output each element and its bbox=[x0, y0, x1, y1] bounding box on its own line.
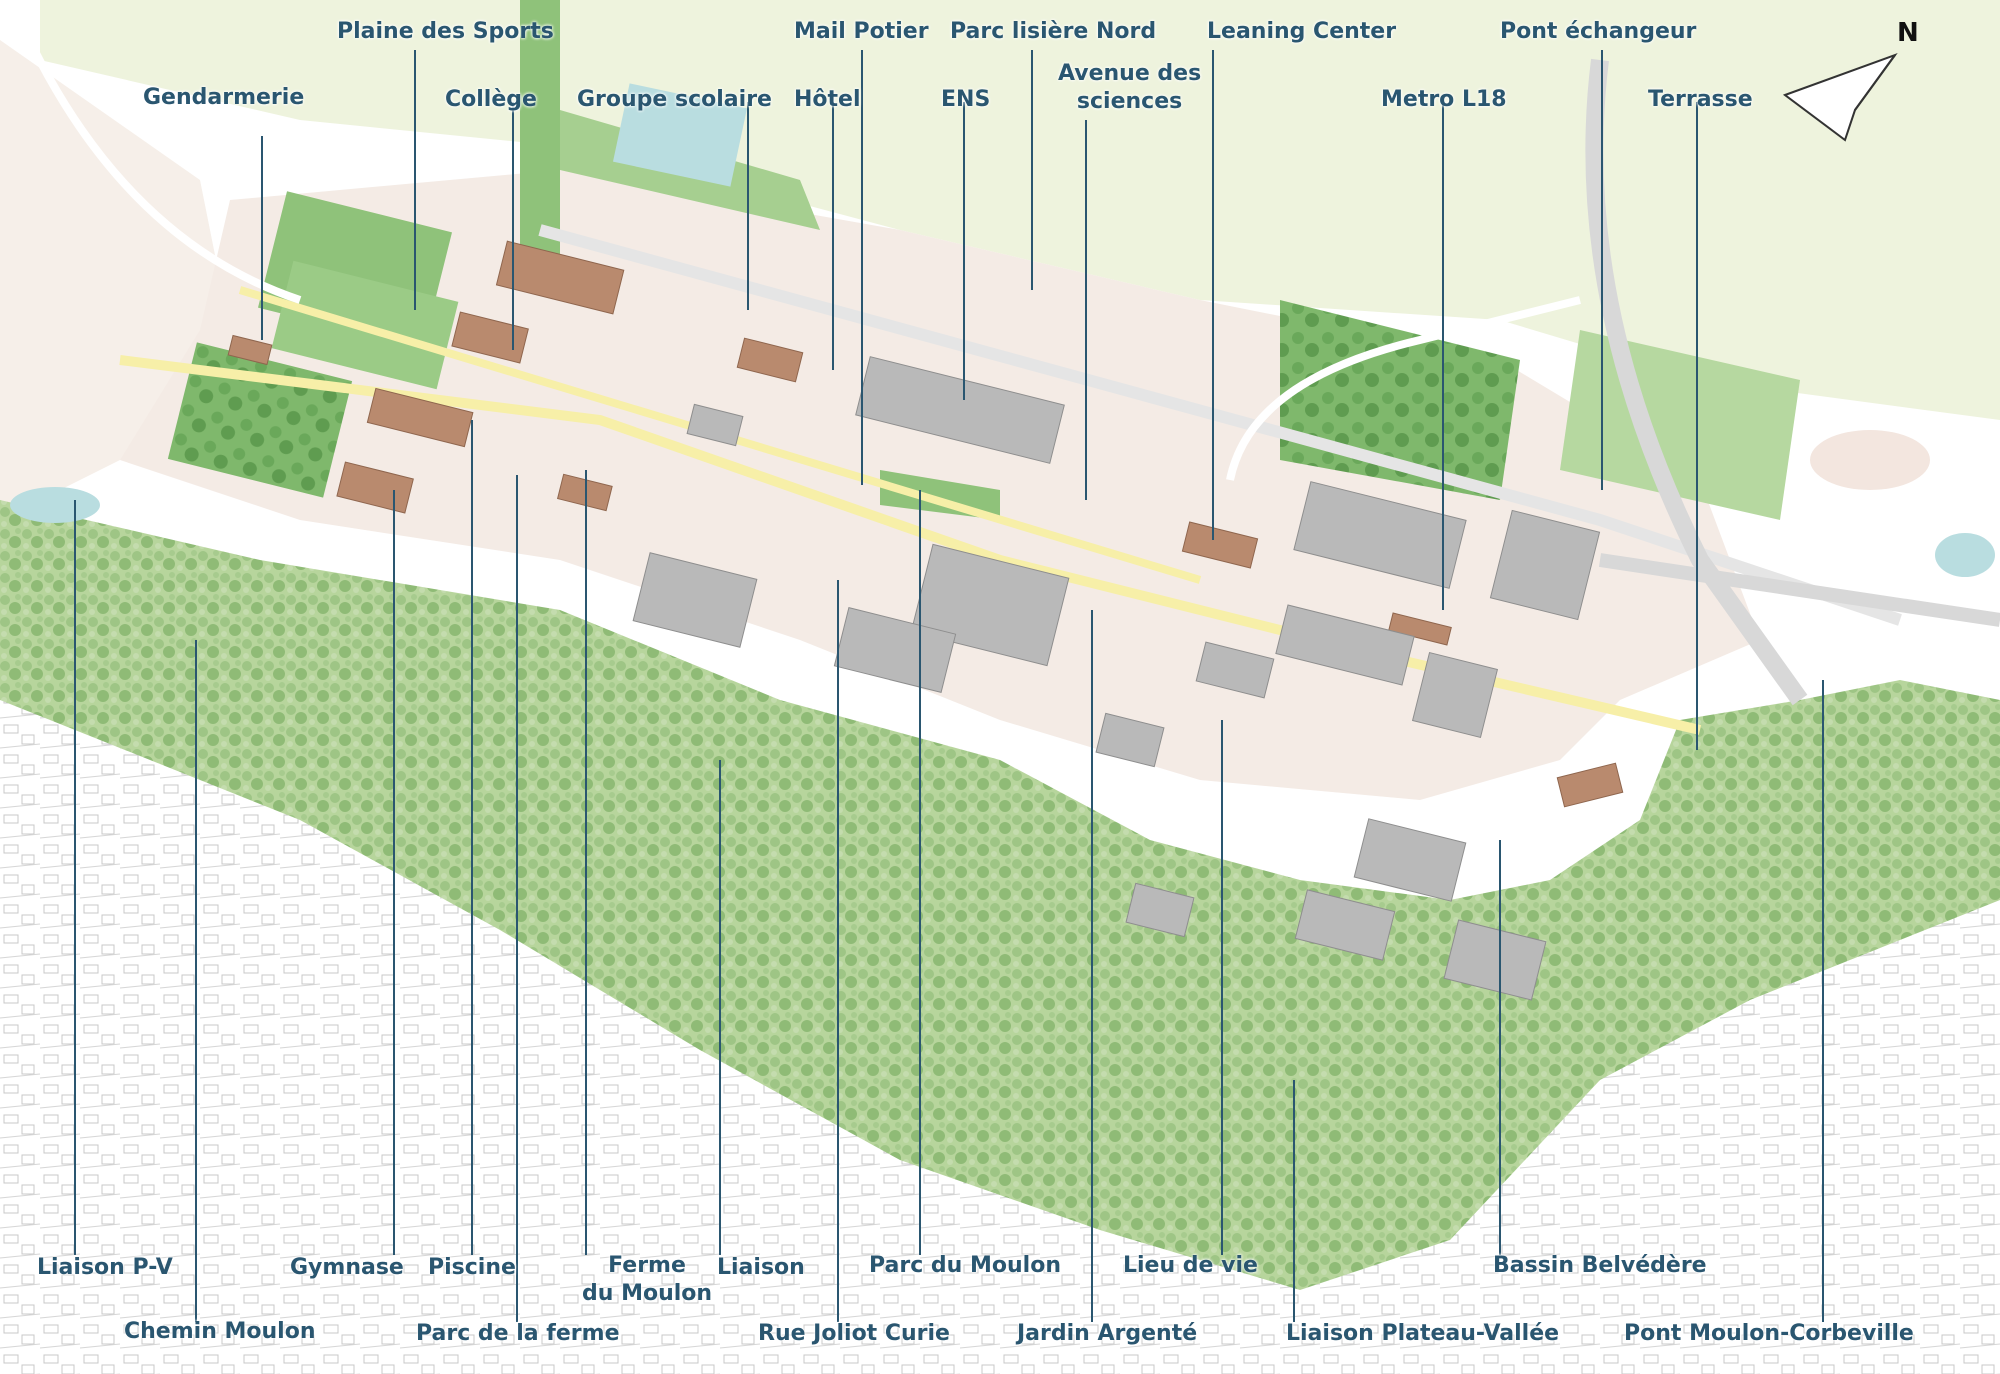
label-piscine: Piscine bbox=[428, 1255, 516, 1280]
farmland-west bbox=[0, 40, 230, 520]
label-chemin-moulon: Chemin Moulon bbox=[124, 1319, 316, 1344]
label-avenue-des-sciences-line2: sciences bbox=[1076, 89, 1183, 114]
label-gymnase: Gymnase bbox=[290, 1255, 404, 1280]
label-metro-l18: Metro L18 bbox=[1381, 87, 1507, 112]
buildings-grey bbox=[632, 356, 1601, 1001]
label-ferme-line2: du Moulon bbox=[582, 1281, 713, 1306]
label-leaning-center: Leaning Center bbox=[1207, 19, 1397, 44]
main-avenue bbox=[119, 355, 1702, 735]
label-avenue-des-sciences-line1: Avenue des bbox=[1058, 61, 1202, 86]
buildings-brown bbox=[227, 240, 1624, 808]
label-ferme-line1: Ferme bbox=[608, 1253, 686, 1278]
label-parc-de-la-ferme: Parc de la ferme bbox=[416, 1321, 620, 1346]
label-mail-potier: Mail Potier bbox=[794, 19, 929, 44]
label-liaison: Liaison bbox=[717, 1255, 805, 1280]
label-pont-moulon-corbeville: Pont Moulon-Corbeville bbox=[1624, 1321, 1914, 1346]
label-plaine-des-sports: Plaine des Sports bbox=[337, 19, 554, 44]
label-college: Collège bbox=[445, 87, 537, 112]
label-rue-joliot-curie: Rue Joliot Curie bbox=[758, 1321, 950, 1346]
pond bbox=[10, 487, 100, 523]
north-label: N bbox=[1897, 18, 1919, 48]
label-avenue-des-sciences: Avenue des sciences bbox=[1058, 60, 1201, 116]
label-jardin-argente: Jardin Argenté bbox=[1017, 1321, 1198, 1346]
park-strips bbox=[520, 0, 560, 260]
label-liaison-pv: Liaison P-V bbox=[37, 1255, 173, 1280]
label-lieu-de-vie: Lieu de vie bbox=[1123, 1253, 1258, 1278]
label-ens: ENS bbox=[941, 87, 991, 112]
label-gendarmerie: Gendarmerie bbox=[143, 85, 305, 110]
label-parc-du-moulon: Parc du Moulon bbox=[869, 1253, 1061, 1278]
label-parc-lisiere-nord: Parc lisière Nord bbox=[950, 19, 1157, 44]
label-ferme-du-moulon: Ferme du Moulon bbox=[582, 1252, 712, 1308]
label-hotel: Hôtel bbox=[794, 87, 861, 112]
north-arrow bbox=[1782, 52, 1898, 142]
label-terrasse: Terrasse bbox=[1648, 87, 1753, 112]
label-bassin-belvedere: Bassin Belvédère bbox=[1493, 1253, 1707, 1278]
label-groupe-scolaire: Groupe scolaire bbox=[577, 87, 772, 112]
leader-lines bbox=[74, 50, 1824, 1322]
label-pont-echangeur: Pont échangeur bbox=[1500, 19, 1697, 44]
label-liaison-plateau-vallee: Liaison Plateau-Vallée bbox=[1286, 1321, 1560, 1346]
highway bbox=[1585, 58, 1808, 706]
